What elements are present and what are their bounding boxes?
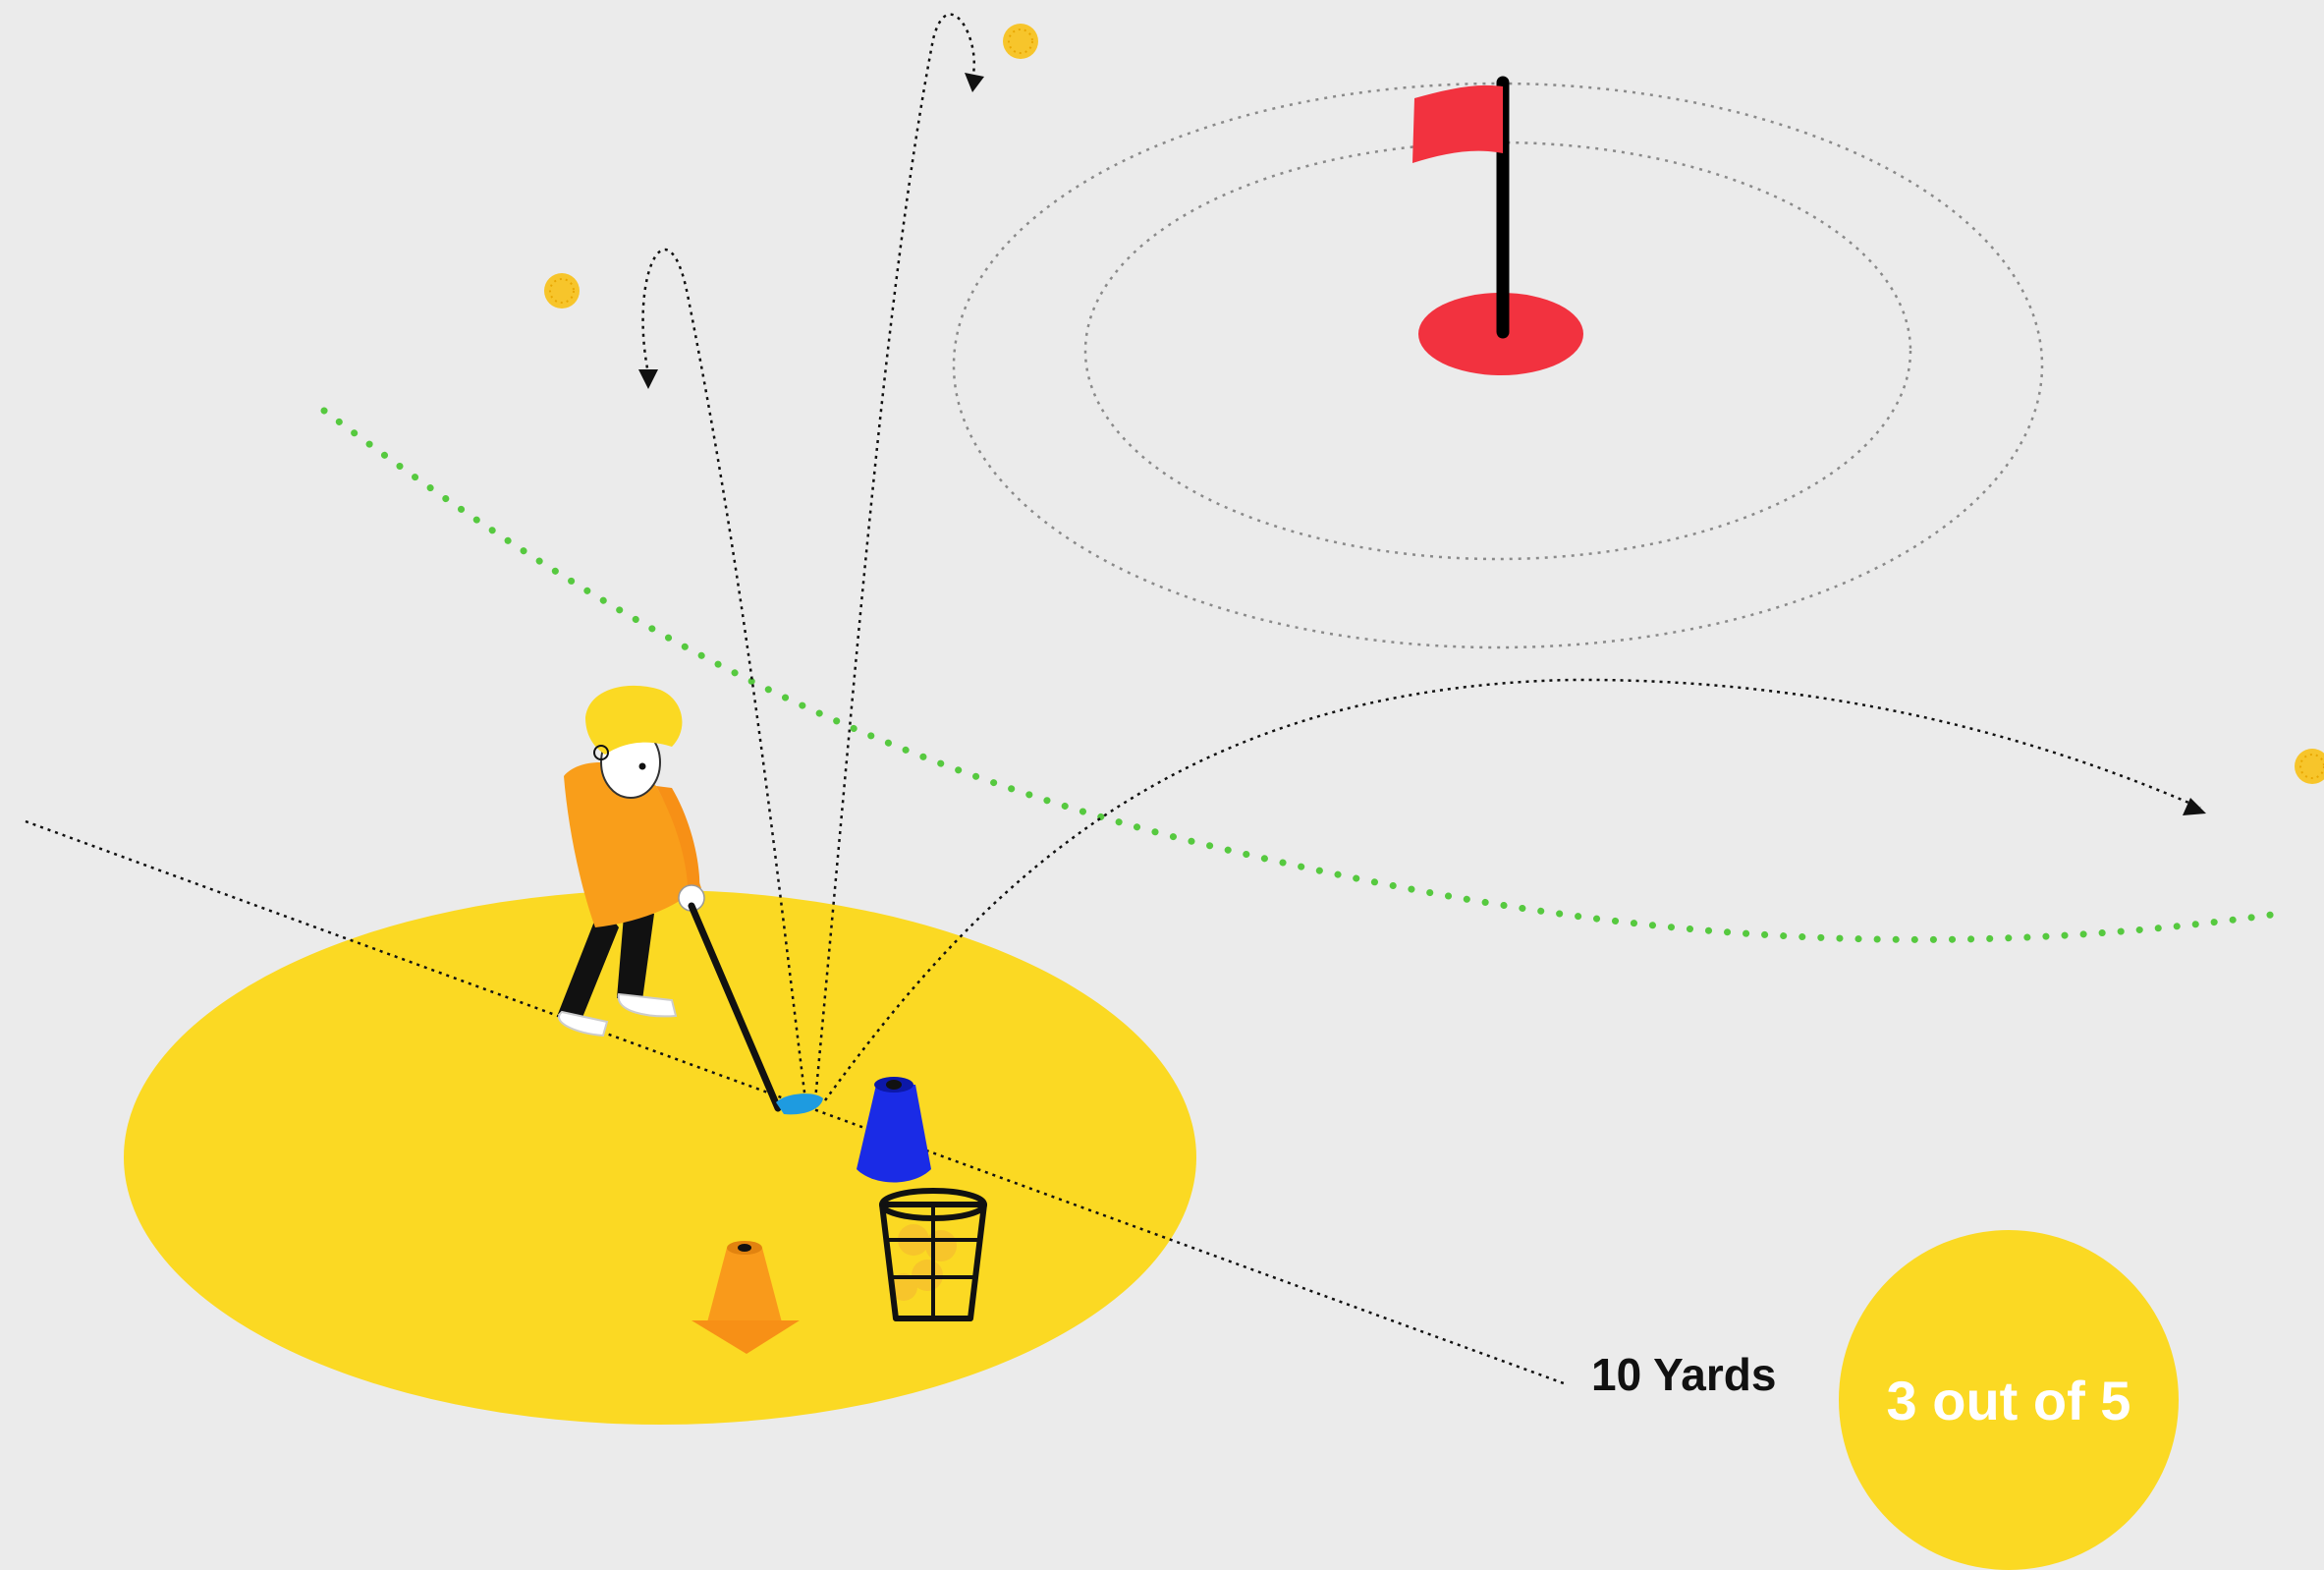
score-badge: 3 out of 5 — [1839, 1230, 2179, 1570]
golf-ball-icon — [544, 273, 580, 308]
trajectory-arrowheads — [638, 73, 2206, 815]
golf-ball-icon — [1003, 24, 1038, 59]
score-text: 3 out of 5 — [1887, 1369, 2131, 1432]
golf-ball-icon — [2295, 749, 2324, 784]
tee-area — [124, 890, 1196, 1425]
distance-label: 10 Yards — [1591, 1348, 1776, 1401]
